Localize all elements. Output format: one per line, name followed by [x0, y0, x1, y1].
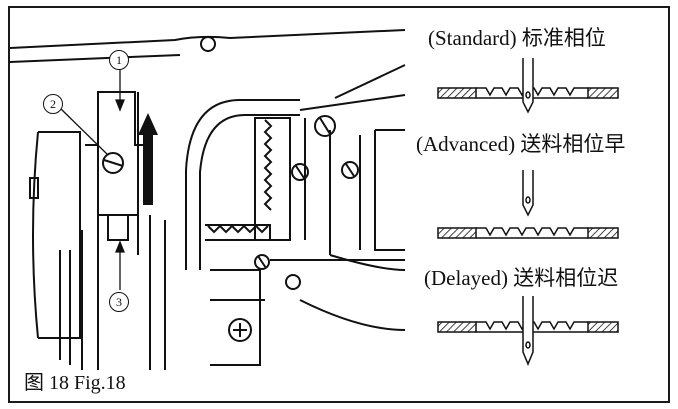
delayed-phase-diagram: [437, 296, 619, 366]
callout-1: 1: [109, 50, 129, 70]
advanced-phase-diagram: [437, 170, 619, 239]
phase-panel: [408, 8, 666, 368]
callout-3: 3: [109, 292, 129, 312]
callout-2: 2: [43, 94, 63, 114]
standard-phase-label: (Standard) 标准相位: [428, 26, 606, 50]
figure-frame: [8, 6, 670, 403]
standard-phase-diagram: [437, 58, 619, 114]
delayed-phase-label: (Delayed) 送料相位迟: [424, 266, 619, 290]
advanced-phase-label: (Advanced) 送料相位早: [416, 132, 626, 156]
screw-hole: [200, 36, 216, 52]
figure-caption: 图 18 Fig.18: [24, 372, 126, 394]
up-arrow-icon: [138, 113, 158, 205]
